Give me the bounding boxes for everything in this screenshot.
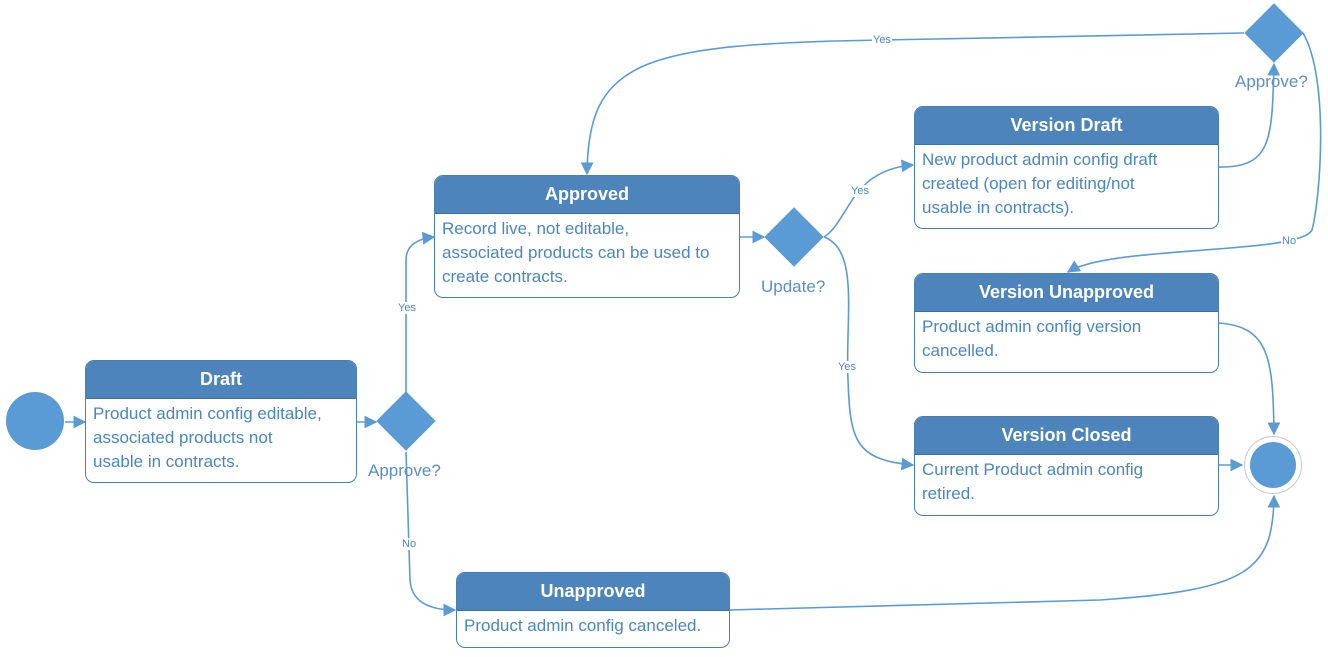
initial-node	[6, 392, 64, 450]
edge-approve2-yes	[580, 32, 1245, 176]
edge-approve2-no	[1066, 32, 1322, 273]
edge-approve1-no	[405, 451, 457, 617]
edge-label-update-yes-bottom: Yes	[837, 361, 857, 373]
state-version-closed-description: Current Product admin config retired.	[915, 455, 1218, 506]
state-draft-description: Product admin config editable, associate…	[86, 399, 356, 474]
state-unapproved: Unapproved Product admin config canceled…	[456, 572, 730, 648]
state-approved: Approved Record live, not editable, asso…	[434, 175, 740, 298]
description-line: Product admin config version	[922, 317, 1142, 336]
edge-label-approve2-yes: Yes	[872, 34, 892, 46]
description-line: associated products not	[93, 428, 273, 447]
state-version-unapproved-description: Product admin config version cancelled.	[915, 312, 1218, 363]
edge-update-yes-top	[823, 159, 915, 238]
final-node	[1250, 442, 1296, 488]
description-line: cancelled.	[922, 341, 999, 360]
decision-approve-1-label: Approve?	[368, 461, 441, 480]
edge-label-update-yes-top: Yes	[850, 185, 870, 197]
state-draft: Draft Product admin config editable, ass…	[85, 360, 357, 483]
edge-unapproved-to-final	[729, 494, 1281, 611]
decision-update-label: Update?	[761, 277, 826, 296]
state-version-unapproved: Version Unapproved Product admin config …	[914, 273, 1219, 373]
state-version-draft: Version Draft New product admin config d…	[914, 106, 1219, 229]
state-unapproved-description: Product admin config canceled.	[457, 611, 729, 638]
description-line: associated products can be used to	[442, 243, 710, 262]
description-line: usable in contracts.	[93, 452, 240, 471]
description-line: Record live, not editable,	[442, 219, 630, 238]
state-approved-description: Record live, not editable, associated pr…	[435, 214, 739, 289]
state-approved-title: Approved	[435, 176, 739, 214]
state-version-closed: Version Closed Current Product admin con…	[914, 416, 1219, 516]
edge-versionunapproved-to-final	[1217, 322, 1281, 436]
decision-approve-2-label: Approve?	[1235, 72, 1308, 91]
edge-versiondraft-to-approve2	[1217, 62, 1281, 168]
edge-label-approve1-no: No	[401, 538, 418, 550]
state-unapproved-title: Unapproved	[457, 573, 729, 611]
state-version-closed-title: Version Closed	[915, 417, 1218, 455]
state-draft-title: Draft	[86, 361, 356, 399]
state-version-draft-title: Version Draft	[915, 107, 1218, 145]
state-version-unapproved-title: Version Unapproved	[915, 274, 1218, 312]
description-line: Product admin config editable,	[93, 404, 322, 423]
description-line: retired.	[922, 484, 975, 503]
edge-approve1-yes	[405, 231, 436, 392]
description-line: created (open for editing/not	[922, 174, 1135, 193]
edge-label-approve1-yes: Yes	[397, 302, 417, 314]
description-line: usable in contracts).	[922, 198, 1075, 217]
edge-update-yes-bottom	[823, 236, 915, 471]
description-line: create contracts.	[442, 267, 568, 286]
description-line: New product admin config draft	[922, 150, 1158, 169]
state-version-draft-description: New product admin config draft created (…	[915, 145, 1218, 220]
description-line: Product admin config canceled.	[464, 616, 702, 635]
description-line: Current Product admin config	[922, 460, 1144, 479]
edge-label-approve2-no: No	[1281, 235, 1298, 247]
